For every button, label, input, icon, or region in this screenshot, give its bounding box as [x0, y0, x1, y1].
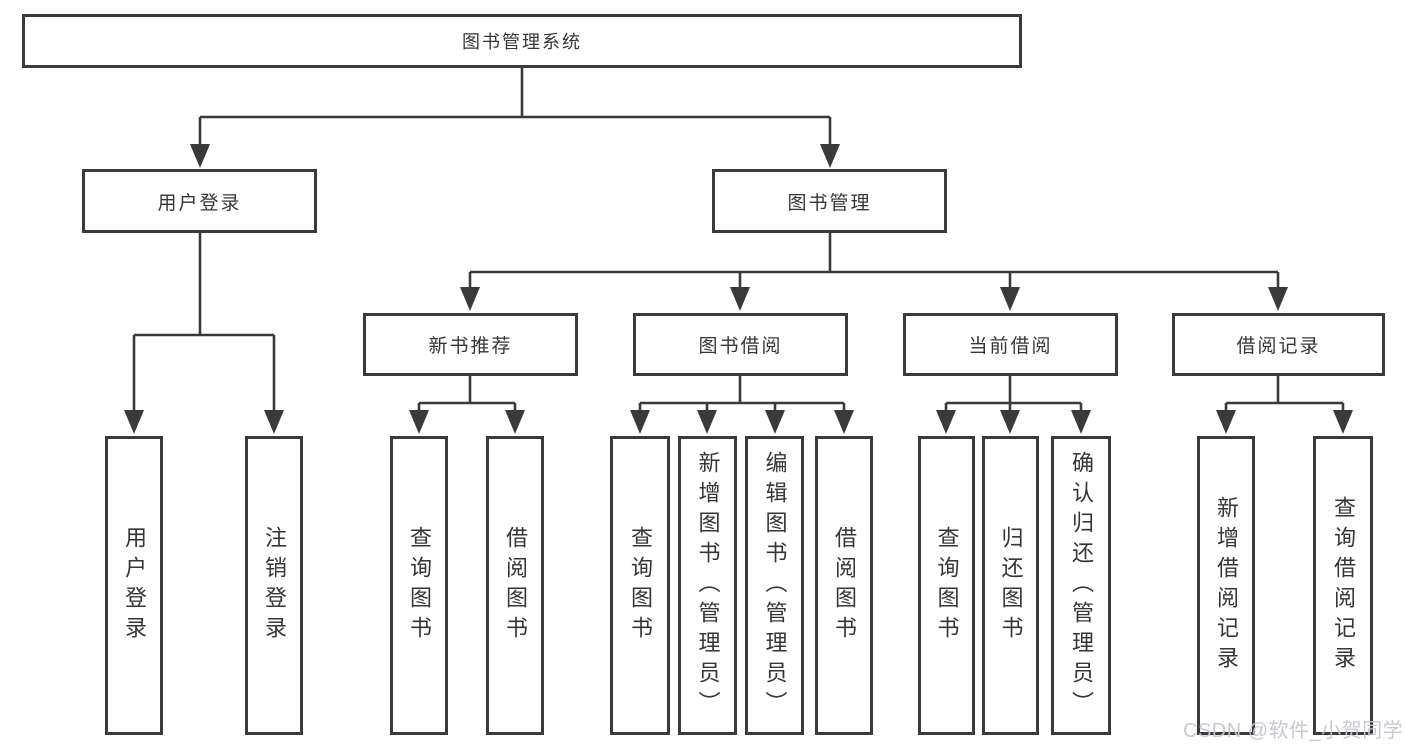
leaf-bw-query-books: 查询图书 [610, 436, 670, 735]
leaf-cur-return-books: 归还图书 [982, 436, 1039, 735]
leaf-bw-edit-books-admin: 编辑图书（管理员） [745, 436, 804, 735]
node-book-borrow: 图书借阅 [633, 313, 848, 376]
leaf-bw-borrow-books: 借阅图书 [815, 436, 873, 735]
leaf-user-login-label: 用户登录 [122, 525, 147, 646]
node-new-book-recommend: 新书推荐 [363, 313, 578, 376]
leaf-user-login: 用户登录 [105, 436, 163, 735]
leaf-rec-query-record: 查询借阅记录 [1313, 436, 1373, 735]
arrowheads [124, 144, 1353, 434]
leaf-nb-borrow-books-label: 借阅图书 [503, 525, 528, 646]
leaf-bw-add-books-admin-label: 新增图书（管理员） [695, 450, 721, 721]
leaf-nb-borrow-books: 借阅图书 [486, 436, 544, 735]
leaf-cur-confirm-return-admin-label: 确认归还（管理员） [1069, 450, 1094, 721]
leaf-bw-edit-books-admin-label: 编辑图书（管理员） [762, 450, 788, 721]
node-borrow-records: 借阅记录 [1172, 313, 1385, 376]
leaf-rec-add-record-label: 新增借阅记录 [1214, 495, 1239, 676]
leaf-nb-query-books-label: 查询图书 [407, 525, 432, 646]
node-user-login: 用户登录 [82, 169, 317, 233]
leaf-cur-query-books-label: 查询图书 [934, 525, 960, 646]
leaf-logout: 注销登录 [245, 436, 303, 735]
node-current-borrow: 当前借阅 [903, 313, 1118, 376]
leaf-bw-query-books-label: 查询图书 [628, 525, 653, 646]
leaf-cur-query-books: 查询图书 [918, 436, 975, 735]
node-book-management: 图书管理 [712, 169, 947, 233]
leaf-nb-query-books: 查询图书 [390, 436, 448, 735]
leaf-bw-borrow-books-label: 借阅图书 [832, 525, 857, 646]
leaf-bw-add-books-admin: 新增图书（管理员） [678, 436, 737, 735]
leaf-cur-return-books-label: 归还图书 [998, 525, 1024, 646]
leaf-cur-confirm-return-admin: 确认归还（管理员） [1051, 436, 1111, 735]
leaf-logout-label: 注销登录 [262, 525, 287, 646]
csdn-watermark: CSDN @软件_小贺同学 [1183, 720, 1404, 742]
leaf-rec-add-record: 新增借阅记录 [1197, 436, 1255, 735]
node-root-system: 图书管理系统 [22, 14, 1022, 68]
leaf-rec-query-record-label: 查询借阅记录 [1331, 495, 1356, 676]
